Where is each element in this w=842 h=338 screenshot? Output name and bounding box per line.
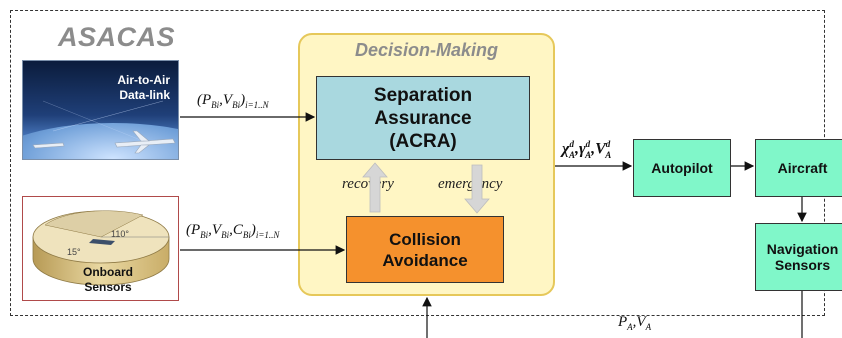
navigation-sensors-block: Navigation Sensors (755, 223, 842, 291)
angle-label-110: 110° (111, 229, 129, 239)
nav-label-line2: Sensors (774, 257, 831, 273)
nav-label-line1: Navigation (766, 241, 839, 257)
recovery-label: recovery (342, 176, 394, 192)
onboard-sensors-image: 110° 15° Onboard Sensors (22, 196, 179, 301)
command-signal-label: χdA,γdA,VdA (562, 139, 612, 160)
emergency-arrow (464, 164, 490, 214)
angle-label-15: 15° (67, 247, 81, 257)
autopilot-label: Autopilot (651, 160, 713, 176)
datalink-image: Air-to-Air Data-link (22, 60, 179, 160)
collision-line1: Collision (389, 229, 461, 249)
collision-avoidance-block: Collision Avoidance (346, 216, 504, 283)
onboard-label-line1: Onboard (83, 265, 133, 279)
state-signal-label: PA,VA (618, 314, 652, 332)
aircraft-icon (32, 100, 176, 154)
datalink-signal-label: (PBi,VBi)i=1..N (197, 92, 269, 110)
emergency-label: emergency (438, 176, 503, 192)
sensor-cone-icon (32, 210, 170, 286)
aircraft-block: Aircraft (755, 139, 842, 197)
separation-line2: Assurance (374, 107, 472, 129)
onboard-label-line2: Sensors (84, 280, 132, 294)
recovery-arrow (362, 162, 388, 213)
autopilot-block: Autopilot (633, 139, 731, 197)
aircraft-label: Aircraft (777, 160, 828, 176)
separation-line1: Separation (373, 84, 473, 106)
system-label: ASACAS (58, 22, 176, 52)
separation-assurance-block: Separation Assurance (ACRA) (316, 76, 530, 160)
datalink-label-line1: Air-to-Air (117, 73, 170, 87)
decision-making-title: Decision-Making (354, 40, 499, 60)
datalink-label-line2: Data-link (119, 88, 170, 102)
separation-line3: (ACRA) (389, 130, 457, 152)
sensors-signal-label: (PBi,VBi,CBi)i=1..N (186, 222, 280, 240)
collision-line2: Avoidance (382, 250, 468, 270)
